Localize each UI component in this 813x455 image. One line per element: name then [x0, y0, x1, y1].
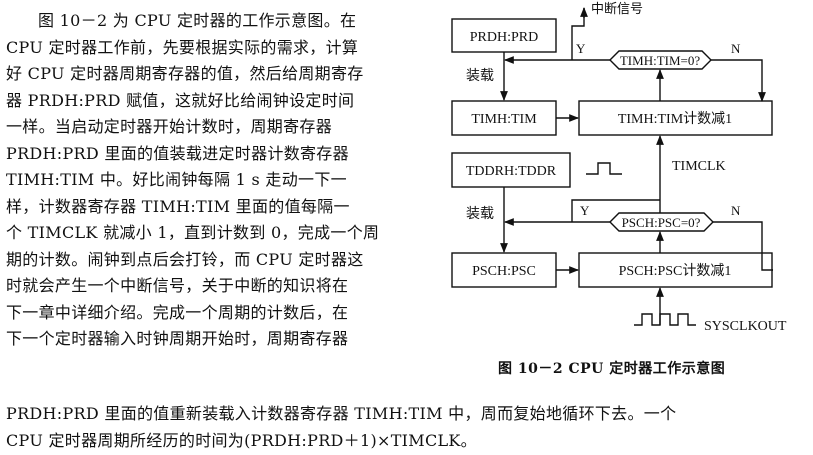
- tim-cond-label: TIMH:TIM=0?: [620, 53, 700, 68]
- paragraph-line: 样，计数器寄存器 TIMH:TIM 里面的值每隔一: [6, 196, 350, 216]
- prd-label: PRDH:PRD: [470, 30, 538, 45]
- sysclkout-label: SYSCLKOUT: [704, 319, 787, 334]
- timer-diagram: PRDH:PRD TIMH:TIM TIMH:TIM计数减1 TDDRH:TDD…: [446, 0, 806, 395]
- psc-yes-label: Y: [580, 203, 590, 218]
- paragraph-line: 下一章中详细介绍。完成一个周期的计数后，在: [6, 302, 349, 322]
- tim-label: TIMH:TIM: [471, 112, 537, 127]
- tim-yes-label: Y: [576, 41, 586, 56]
- paragraph-line: 个 TIMCLK 就减小 1，直到计数到 0，完成一个周: [6, 223, 380, 242]
- psc-dec-label: PSCH:PSC计数减1: [619, 263, 732, 279]
- interrupt-label: 中断信号: [591, 1, 643, 16]
- tddr-box: [451, 152, 571, 188]
- paragraph: 图 10－2 为 CPU 定时器的工作示意图。在 CPU 定时器工作前，先要根据…: [6, 8, 444, 353]
- tddr-label: TDDRH:TDDR: [466, 164, 557, 179]
- paragraph-continuation: PRDH:PRD 里面的值重新装载入计数器寄存器 TIMH:TIM 中，周而复始…: [6, 401, 806, 454]
- paragraph-line: 一样。当启动定时器开始计数时，周期寄存器: [6, 117, 333, 136]
- paragraph-line: CPU 定时器工作前，先要根据实际的需求，计算: [6, 37, 359, 57]
- paragraph-line: PRDH:PRD 里面的值重新装载入计数器寄存器 TIMH:TIM 中，周而复始…: [6, 404, 677, 423]
- paragraph-line: 时就会产生一个中断信号，关于中断的知识将在: [6, 276, 349, 295]
- paragraph-line: 下一个定时器输入时钟周期开始时，周期寄存器: [6, 329, 349, 348]
- paragraph-line: PRDH:PRD 里面的值装载进定时器计数寄存器: [6, 143, 349, 163]
- diagram-svg: PRDH:PRD TIMH:TIM TIMH:TIM计数减1 TDDRH:TDD…: [451, 1, 787, 334]
- paragraph-line: CPU 定时器周期所经历的时间为(PRDH:PRD＋1)×TIMCLK。: [6, 430, 477, 450]
- paragraph-line: 图 10－2 为 CPU 定时器的工作示意图。在: [38, 11, 357, 30]
- timclk-label: TIMCLK: [672, 159, 726, 174]
- load-label-1: 装载: [466, 68, 494, 84]
- load-label-2: 装载: [466, 206, 494, 222]
- psc-label: PSCH:PSC: [472, 264, 536, 279]
- tim-no-label: N: [731, 41, 741, 56]
- psc-cond-label: PSCH:PSC=0?: [622, 215, 701, 230]
- psc-no-label: N: [731, 203, 741, 218]
- paragraph-line: 器 PRDH:PRD 赋值，这就好比给闹钟设定时间: [6, 90, 355, 110]
- paragraph-line: 好 CPU 定时器周期寄存器的值，然后给周期寄存: [6, 64, 364, 83]
- tim-dec-label: TIMH:TIM计数减1: [618, 111, 732, 127]
- figure-caption: 图 10－2 CPU 定时器工作示意图: [498, 361, 726, 377]
- timclk-pulse: [586, 162, 622, 175]
- sysclkout-pulse: [634, 313, 696, 326]
- paragraph-line: TIMH:TIM 中。好比闹钟每隔 1 s 走动一下一: [6, 170, 347, 189]
- tim-dec-box: [578, 100, 773, 136]
- paragraph-line: 期的计数。闹钟到点后会打铃，而 CPU 定时器这: [6, 249, 364, 269]
